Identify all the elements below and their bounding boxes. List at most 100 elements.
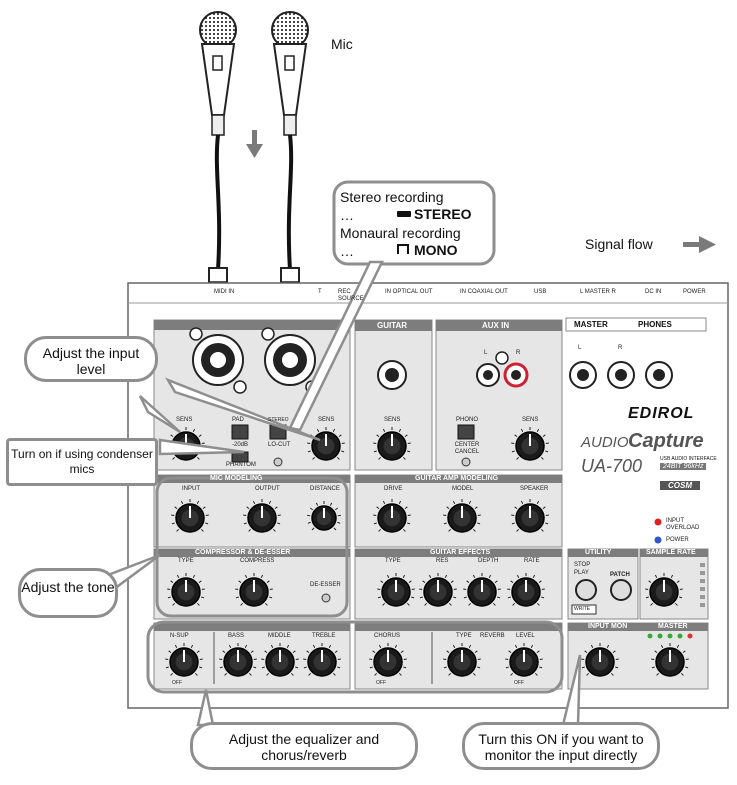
label-input-overload: INPUT OVERLOAD [666, 518, 700, 531]
mono-prefix: … [340, 243, 354, 259]
label-stereo: STEREO [268, 417, 289, 423]
label-drive: DRIVE [384, 486, 403, 492]
label-power: POWER [666, 537, 689, 543]
phones-jack[interactable] [645, 361, 673, 389]
sens-knob-aux[interactable] [511, 427, 549, 461]
label-pad: PAD [232, 417, 244, 423]
section-master-bottom: MASTER [658, 623, 688, 630]
master-knob[interactable] [651, 643, 689, 677]
label-off-nsup: OFF [172, 680, 182, 686]
mic-input-knob[interactable] [171, 499, 209, 533]
patch-button[interactable] [610, 579, 632, 601]
label-type-rev: TYPE [456, 633, 472, 639]
fx-type-knob[interactable] [377, 573, 415, 607]
label-rate: RATE [524, 558, 540, 564]
label-center-cancel: CENTER CANCEL [454, 442, 480, 455]
comp-type-knob[interactable] [167, 573, 205, 607]
section-guitar-effects: GUITAR EFFECTS [430, 549, 491, 556]
label-phono: PHONO [456, 417, 479, 423]
product-model: UA-700 [581, 456, 643, 476]
signal-flow-arrow-icon [683, 236, 716, 253]
knobs-group [165, 427, 689, 677]
stereo-mono-callout-frame [332, 180, 496, 266]
label-off-chorus: OFF [376, 680, 386, 686]
aux-rca-l[interactable] [476, 363, 500, 387]
product-capture: Capture [628, 430, 704, 452]
down-arrow-icon [246, 130, 263, 158]
monaural-recording-label: Monaural recording [340, 225, 461, 241]
chorus-knob[interactable] [369, 643, 407, 677]
stereo-switch-icon [397, 211, 411, 217]
callout-phantom: Turn on if using condenser mics [6, 438, 158, 486]
brand-logo: EDIROL [628, 405, 695, 422]
mono-switch-icon [397, 244, 409, 254]
label-output: OUTPUT [255, 486, 280, 492]
label-type: TYPE [178, 558, 194, 564]
input-mon-knob[interactable] [581, 643, 619, 677]
label-patch: PATCH [610, 572, 630, 578]
label-distance: DISTANCE [310, 486, 340, 492]
label-write: WRITE [574, 606, 591, 612]
xlr-jack-1[interactable] [189, 327, 247, 394]
speaker-knob[interactable] [511, 499, 549, 533]
section-compressor: COMPRESSOR & DE-ESSER [195, 549, 291, 556]
jack-label-dc-in: DC IN [645, 289, 662, 295]
jack-label-optical: IN OPTICAL OUT [385, 289, 433, 295]
mono-value: MONO [414, 242, 458, 258]
pad-button[interactable] [231, 424, 249, 440]
label-bass: BASS [228, 633, 245, 639]
reverb-type-knob[interactable] [443, 643, 481, 677]
aux-screw-icon [495, 351, 509, 365]
stereo-prefix: … [340, 207, 354, 223]
phantom-button[interactable] [231, 451, 249, 463]
power-led-icon [654, 536, 662, 544]
distance-knob[interactable] [307, 501, 341, 531]
input-overload-led-icon [654, 518, 662, 526]
label-r: R [618, 345, 623, 351]
sample-rate-leds [700, 563, 705, 607]
section-guitar: GUITAR [377, 321, 408, 330]
label-speaker: SPEAKER [520, 486, 549, 492]
cosm-logo: COSM [660, 481, 700, 490]
n-sup-knob[interactable] [165, 643, 203, 677]
res-knob[interactable] [419, 573, 457, 607]
center-cancel-led-icon [461, 457, 471, 467]
label-sens-2: SENS [318, 417, 335, 423]
master-jack-l[interactable] [569, 361, 597, 389]
section-utility: UTILITY [585, 549, 612, 556]
depth-knob[interactable] [463, 573, 501, 607]
section-mic-modeling: MIC MODELING [210, 475, 263, 482]
product-model-sub: USB AUDIO INTERFACE [660, 456, 717, 462]
label-locut: LO-CUT [268, 442, 291, 448]
label-level: LEVEL [516, 633, 535, 639]
locut-led-icon [273, 457, 283, 467]
master-jack-r[interactable] [607, 361, 635, 389]
eq-dividers [213, 632, 433, 684]
microphone-left [199, 11, 237, 321]
stop-play-button[interactable] [575, 579, 597, 601]
label-aux-r: R [516, 350, 521, 356]
bass-knob[interactable] [219, 643, 257, 677]
label-input: INPUT [182, 486, 200, 492]
stereo-recording-label: Stereo recording [340, 189, 444, 205]
master-meter-leds [647, 633, 693, 639]
middle-knob[interactable] [261, 643, 299, 677]
guitar-jack[interactable] [377, 360, 407, 390]
label-n-sup: N-SUP [170, 633, 189, 639]
reverb-level-knob[interactable] [505, 643, 543, 677]
treble-knob[interactable] [303, 643, 341, 677]
callout-eq: Adjust the equalizer and chorus/reverb [190, 722, 418, 770]
sens-knob-guitar[interactable] [373, 427, 411, 461]
sample-rate-knob[interactable] [645, 573, 683, 607]
mic-output-knob[interactable] [243, 499, 281, 533]
label-sens-aux: SENS [522, 417, 539, 423]
model-knob[interactable] [443, 499, 481, 533]
drive-knob[interactable] [373, 499, 411, 533]
compress-knob[interactable] [235, 573, 273, 607]
rate-knob[interactable] [507, 573, 545, 607]
aux-rca-r[interactable] [503, 362, 529, 388]
label-treble: TREBLE [312, 633, 336, 639]
label-de-esser: DE-ESSER [310, 582, 341, 588]
phono-button[interactable] [457, 424, 475, 440]
